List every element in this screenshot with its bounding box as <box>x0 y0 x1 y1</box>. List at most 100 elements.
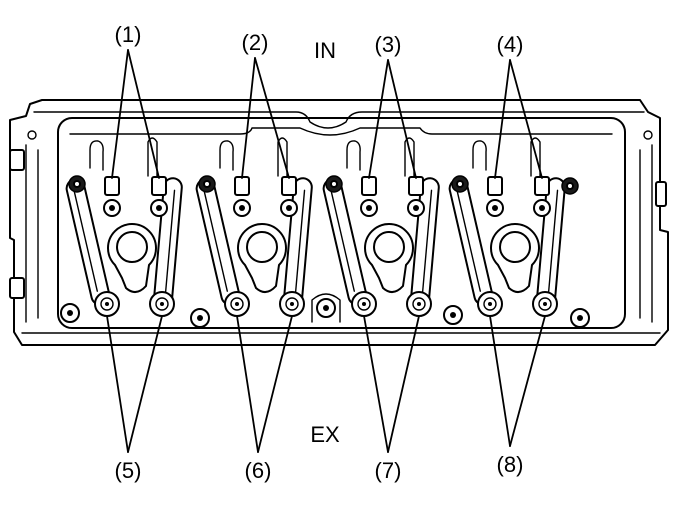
cylinder-1-intake-adjuster-screw-right <box>156 205 162 211</box>
cylinder-1-rocker-arm-edge <box>164 189 176 293</box>
cylinder-2-intake-adjuster-left <box>234 176 250 196</box>
cylinder-3-exhaust-bolt-left-center <box>362 302 366 306</box>
cylinder-4-intake-adjuster-left <box>487 176 503 196</box>
cylinder-4-intake-adjuster-screw-left <box>492 205 498 211</box>
cylinder-3-intake-adjuster-screw-right <box>413 205 419 211</box>
cylinder-4-exhaust-bolt-left-inner <box>483 297 497 311</box>
cylinder-4-exhaust-bolt-right-inner <box>538 297 552 311</box>
cylinder-2-intake-adjuster-screw-left <box>239 205 245 211</box>
cylinder-4-intake-adjuster-right <box>534 176 550 196</box>
cylinder-3-rocker-arm-edge <box>421 189 433 293</box>
cylinder-2-spark-plug-bore <box>246 231 278 263</box>
callout-1-leader-right <box>127 49 160 179</box>
cylinder-2-exhaust-bolt-left-inner <box>230 297 244 311</box>
base-bolt-1-center <box>67 310 73 316</box>
cylinder-3-rocker-pivot-bolt-center <box>330 180 338 188</box>
base-bolt-2-center <box>197 315 203 321</box>
callout-4-label: (4) <box>497 32 524 57</box>
callout-5-leader-right <box>127 315 163 453</box>
cylinder-1-exhaust-bolt-right-inner <box>155 297 169 311</box>
cylinder-4-spring-clip <box>472 140 487 171</box>
diagram-labels: (1) (2) IN (3) (4) EX (5) (6) (7) (8) <box>115 22 524 483</box>
cylinder-4-rocker-pivot-bolt-center <box>456 180 464 188</box>
cylinder-3-spring-clip <box>346 140 361 171</box>
exhaust-leader-lines <box>106 315 546 453</box>
callout-7-leader-left <box>363 315 389 453</box>
callout-2-label: (2) <box>242 30 269 55</box>
cylinder-1-spark-plug-bore <box>116 231 148 263</box>
intake-side-label: IN <box>314 38 336 63</box>
cylinder-2-rocker-arm-edge <box>203 191 228 292</box>
left-mount-tab-upper <box>9 149 25 171</box>
rocker-assemblies <box>65 137 566 317</box>
callout-2-leader-left <box>241 57 256 179</box>
exhaust-side-label: EX <box>310 422 340 447</box>
cylinder-1-intake-adjuster-screw-left <box>109 205 115 211</box>
cylinder-3-rocker-arm-edge <box>330 191 355 292</box>
callout-6-label: (6) <box>245 458 272 483</box>
callout-3-leader-left <box>368 59 389 179</box>
cylinder-1-spring-clip <box>89 140 104 171</box>
callout-4-leader-right <box>509 59 543 179</box>
left-mount-tab-lower <box>9 277 25 299</box>
cylinder-4-spark-plug-bore <box>499 231 531 263</box>
cylinder-3-exhaust-bolt-right-inner <box>412 297 426 311</box>
cylinder-2-rocker-assembly <box>195 137 313 317</box>
cylinder-1-rocker-pivot-bolt-center <box>73 180 81 188</box>
right-mount-tab <box>655 181 667 207</box>
right-oil-hole <box>643 130 653 140</box>
cylinder-3-intake-adjuster-screw-left <box>366 205 372 211</box>
cylinder-3-intake-adjuster-right <box>408 176 424 196</box>
cylinder-2-rocker-arm-edge <box>294 189 306 293</box>
cylinder-3-exhaust-bolt-right-center <box>417 302 421 306</box>
cylinder-1-exhaust-bolt-right-center <box>160 302 164 306</box>
cylinder-4-rocker-assembly <box>448 137 566 317</box>
cylinder-3-exhaust-bolt-left-inner <box>357 297 371 311</box>
callout-2-leader-right <box>254 57 290 179</box>
cylinder-4-rocker-arm-edge <box>456 191 481 292</box>
cylinder-2-rocker-pivot-bolt-center <box>203 180 211 188</box>
callout-7-label: (7) <box>375 458 402 483</box>
base-bolt-5-center <box>577 315 583 321</box>
callout-5-label: (5) <box>115 458 142 483</box>
head-bolts <box>60 177 590 328</box>
cylinder-2-exhaust-bolt-right-inner <box>285 297 299 311</box>
callout-3-leader-right <box>387 59 417 179</box>
base-bolt-4-center <box>450 312 456 318</box>
left-oil-hole <box>27 130 37 140</box>
cylinder-1-rocker-arm-edge <box>73 191 98 292</box>
callout-7-leader-right <box>387 315 420 453</box>
base-bolt-3-center <box>323 305 329 311</box>
cylinder-4-exhaust-bolt-left-center <box>488 302 492 306</box>
callout-8-leader-right <box>509 315 546 447</box>
cylinder-1-exhaust-bolt-left-inner <box>100 297 114 311</box>
cylinder-3-intake-adjuster-left <box>361 176 377 196</box>
cylinder-2-exhaust-bolt-left-center <box>235 302 239 306</box>
callout-6-leader-right <box>257 315 293 453</box>
cylinder-1-exhaust-bolt-left-center <box>105 302 109 306</box>
intake-leader-lines <box>111 49 543 179</box>
callout-4-leader-left <box>494 59 511 179</box>
rocker-chamber-wall <box>57 117 626 329</box>
cylinder-4-rocker-arm-edge <box>547 189 559 293</box>
cylinder-2-exhaust-bolt-right-center <box>290 302 294 306</box>
callout-5-leader-left <box>106 315 129 453</box>
center-bolt-bridge <box>311 293 341 323</box>
cylinder-3-spark-plug-bore <box>373 231 405 263</box>
head-top-inner-edge <box>33 111 645 129</box>
callout-3-label: (3) <box>375 32 402 57</box>
cylinder-2-spring-clip <box>219 140 234 171</box>
cylinder-4-exhaust-bolt-right-center <box>543 302 547 306</box>
cylinder-1-intake-adjuster-right <box>151 176 167 196</box>
end-pivot-bolt-center <box>566 182 574 190</box>
cylinder-2-intake-adjuster-right <box>281 176 297 196</box>
callout-1-label: (1) <box>115 22 142 47</box>
callout-8-leader-left <box>489 315 511 447</box>
callout-6-leader-left <box>236 315 259 453</box>
cylinder-1-intake-adjuster-left <box>104 176 120 196</box>
callout-1-leader-left <box>111 49 129 179</box>
callout-8-label: (8) <box>497 452 524 477</box>
cylinder-4-intake-adjuster-screw-right <box>539 205 545 211</box>
cylinder-2-intake-adjuster-screw-right <box>286 205 292 211</box>
